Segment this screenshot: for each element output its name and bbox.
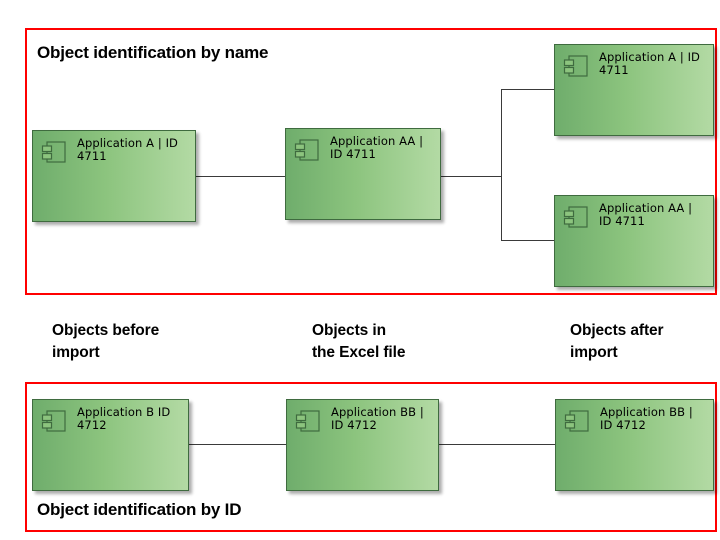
column-caption-objects-in-excel: Objects in the Excel file xyxy=(312,320,405,364)
connector-top-junction-to-lower xyxy=(501,240,554,241)
component-box-application-aa-excel[interactable]: Application AA | ID 4711 xyxy=(285,128,441,220)
caption-line2: the Excel file xyxy=(312,344,406,361)
component-box-application-a-after[interactable]: Application A | ID 4711 xyxy=(554,44,714,136)
component-box-application-bb-after[interactable]: Application BB | ID 4712 xyxy=(555,399,714,491)
connector-top-excel-to-junction xyxy=(441,176,502,177)
component-box-label: Application A | ID 4711 xyxy=(77,137,189,163)
component-box-application-b-before[interactable]: Application B ID 4712 xyxy=(32,399,189,491)
component-label-line2: ID 4711 xyxy=(599,214,645,228)
component-label-line1: Application A | ID xyxy=(599,50,701,64)
component-box-application-aa-after[interactable]: Application AA | ID 4711 xyxy=(554,195,714,287)
component-box-application-bb-excel[interactable]: Application BB | ID 4712 xyxy=(286,399,439,491)
connector-bottom-excel-to-after xyxy=(439,444,555,445)
component-box-label: Application BB | ID 4712 xyxy=(331,406,432,432)
uml-component-icon xyxy=(563,204,589,230)
component-label-line1: Application BB | xyxy=(331,405,424,419)
component-label-line2: 4711 xyxy=(599,63,629,77)
component-label-line2: 4712 xyxy=(77,418,107,432)
uml-component-icon xyxy=(41,408,67,434)
component-label-line1: Application BB | xyxy=(600,405,693,419)
caption-line2: import xyxy=(52,344,100,361)
column-caption-objects-after-import: Objects after import xyxy=(570,320,664,364)
connector-top-junction-to-upper xyxy=(501,89,554,90)
component-box-label: Application A | ID 4711 xyxy=(599,51,707,77)
section-title-bottom: Object identification by ID xyxy=(37,500,242,519)
component-box-label: Application AA | ID 4711 xyxy=(330,135,434,161)
caption-line1: Objects in xyxy=(312,322,386,339)
component-label-line2: ID 4712 xyxy=(331,418,377,432)
component-box-application-a-before[interactable]: Application A | ID 4711 xyxy=(32,130,196,222)
caption-line1: Objects after xyxy=(570,322,664,339)
caption-line1: Objects before xyxy=(52,322,160,339)
caption-line2: import xyxy=(570,344,618,361)
section-title-top: Object identification by name xyxy=(37,43,269,62)
component-box-label: Application BB | ID 4712 xyxy=(600,406,707,432)
uml-component-icon xyxy=(564,408,590,434)
component-box-label: Application AA | ID 4711 xyxy=(599,202,707,228)
component-label-line1: Application AA | xyxy=(330,134,424,148)
component-label-line1: Application A | ID xyxy=(77,136,179,150)
component-label-line2: 4711 xyxy=(77,149,107,163)
uml-component-icon xyxy=(41,139,67,165)
uml-component-icon xyxy=(563,53,589,79)
component-label-line2: ID 4712 xyxy=(600,418,646,432)
connector-top-junction-vertical xyxy=(501,89,502,241)
uml-component-icon xyxy=(295,408,321,434)
component-label-line1: Application AA | xyxy=(599,201,693,215)
uml-component-icon xyxy=(294,137,320,163)
connector-bottom-before-to-excel xyxy=(189,444,286,445)
component-box-label: Application B ID 4712 xyxy=(77,406,182,432)
component-label-line1: Application B ID xyxy=(77,405,171,419)
component-label-line2: ID 4711 xyxy=(330,147,376,161)
column-caption-objects-before-import: Objects before import xyxy=(52,320,159,364)
connector-top-before-to-excel xyxy=(196,176,285,177)
